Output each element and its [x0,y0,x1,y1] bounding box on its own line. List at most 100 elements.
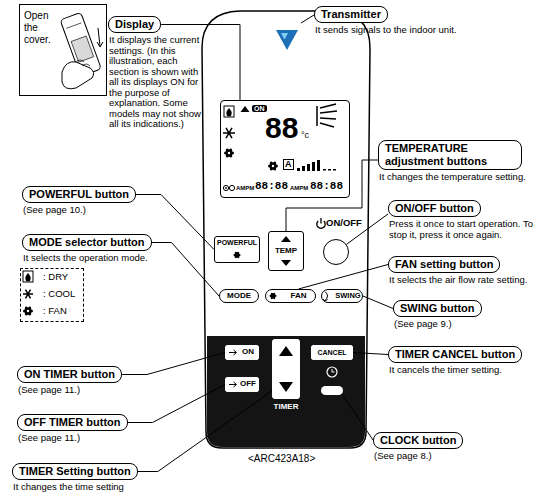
leader-line [128,385,225,423]
timer-panel [207,336,365,447]
callout-title: TIMER Setting button [12,463,138,480]
callout-title: FAN setting button [388,256,500,273]
mode-name: : COOL [43,288,75,299]
button-label: ON [242,348,254,357]
callout-title: TEMPERATURE adjustment buttons [378,140,522,170]
button-label: FAN [291,292,307,301]
callout-box: MODE selector button It selects the opera… [22,234,152,264]
button-label: ON/OFF [326,218,362,228]
instruction-box: Open the cover. [19,4,107,96]
button-face [272,339,300,399]
callout-box: ON/OFF buttonPress it once to start oper… [388,200,545,240]
remote-button: ON [225,345,259,360]
button-label: POWERFUL [217,239,257,247]
callout-title: MODE selector button [22,234,152,251]
callout-title: ON TIMER button [17,366,122,383]
button-face [225,345,259,360]
callout-text: (See page 9.) [393,319,482,330]
callout-title: Transmitter [314,6,388,23]
callout-text: It cancels the timer setting. [388,365,522,376]
remote-button: TIMER [272,339,300,399]
callout-title: POWERFUL button [22,186,136,203]
button-label: MODE [227,292,251,301]
callout-box: TransmitterIt sends signals to the indoo… [314,6,457,36]
clock-icon [332,369,335,372]
timer-down-arrow [279,382,293,392]
callout-text: It selects the operation mode. [22,253,152,264]
instruction-text: Open the cover. [24,10,58,46]
remote-button: ON/OFF [323,239,349,265]
callout-title: CLOCK button [373,432,463,449]
display-readout: A [283,159,294,170]
leader-line [301,15,314,23]
display-readout: 88 [265,113,298,143]
clock-button [321,386,343,395]
louvre-icon [317,104,337,127]
mode-name: : FAN [43,305,67,316]
callout-box: FAN setting button It selects the air flo… [388,256,547,286]
power-symbol [317,218,325,228]
display-readout: 88:88 [310,181,343,192]
timer-icon [229,185,234,190]
dry-icon [226,108,231,117]
display-readout: 88:88 [255,181,288,192]
callout-box: ON TIMER button (See page 11.) [17,366,122,396]
dry-icon [224,106,234,117]
remote-button: OFF [225,377,259,392]
callout-title: ON/OFF button [388,200,481,217]
leader-line [152,243,219,297]
leader-line [299,265,389,290]
mode-list-box: : DRY : COOL : FAN [20,268,84,322]
arrow-icon [229,382,237,387]
button-face [311,345,353,360]
display-readout: ON [252,105,267,112]
timer-icon [225,187,227,189]
callout-text: (See page 10.) [22,205,136,216]
fan-button-icon [270,292,277,299]
button-face [225,377,259,392]
fan-icon [268,161,278,172]
callout-box: CLOCK button(See page 8.) [373,432,463,462]
remote-button: SWING [321,289,363,303]
cool-icon [223,128,235,138]
callout-box: TIMER CANCEL button It cancels the timer … [388,346,522,376]
callout-box: DisplayIt displays the current settings.… [108,16,201,130]
callout-text: It changes the time setting [12,482,138,493]
timer-up-arrow [279,346,293,356]
remote-button: MODE [219,289,259,303]
swing-icon [323,292,328,302]
arrow-icon [229,350,237,355]
display-readout: AMPM [236,185,254,191]
button-label: CANCEL [317,349,346,357]
callout-box: OFF TIMER button (See page 11.) [17,414,128,444]
callout-text: It selects the air flow rate setting. [388,275,547,286]
callout-text: (See page 11.) [17,433,128,444]
hand-illustration [60,12,103,88]
maker-logo [281,33,288,40]
callout-box: TIMER Setting button It changes the time … [12,463,138,493]
remote-button: POWERFUL [214,236,260,263]
callout-title: Display [108,16,161,33]
clock-icon [327,367,337,377]
button-label: OFF [240,380,256,389]
leader-line [122,353,225,375]
button-label: SWING [335,292,360,300]
button-label: TIMER [261,403,311,412]
callout-title: TIMER CANCEL button [388,346,522,363]
callout-text: (See page 11.) [17,385,122,396]
leader-line [353,353,388,355]
powerful-icon [224,148,234,159]
triangle-icon [241,106,250,112]
remote-button: TEMP [268,231,304,271]
callout-title: OFF TIMER button [17,414,128,431]
display-screen: ON88°cAAMPM88:88AMPM88:88 [220,100,350,198]
remote-button: FAN [265,289,316,303]
maker-logo [276,30,298,50]
mode-name: : DRY [43,271,68,282]
dry-icon [25,273,30,282]
callout-box: POWERFUL button (See page 10.) [22,186,136,216]
callout-text: Press it once to start operation. To sto… [388,219,545,240]
callout-box: TEMPERATURE adjustment buttonsIt changes… [378,140,529,183]
cool-icon [23,290,33,299]
